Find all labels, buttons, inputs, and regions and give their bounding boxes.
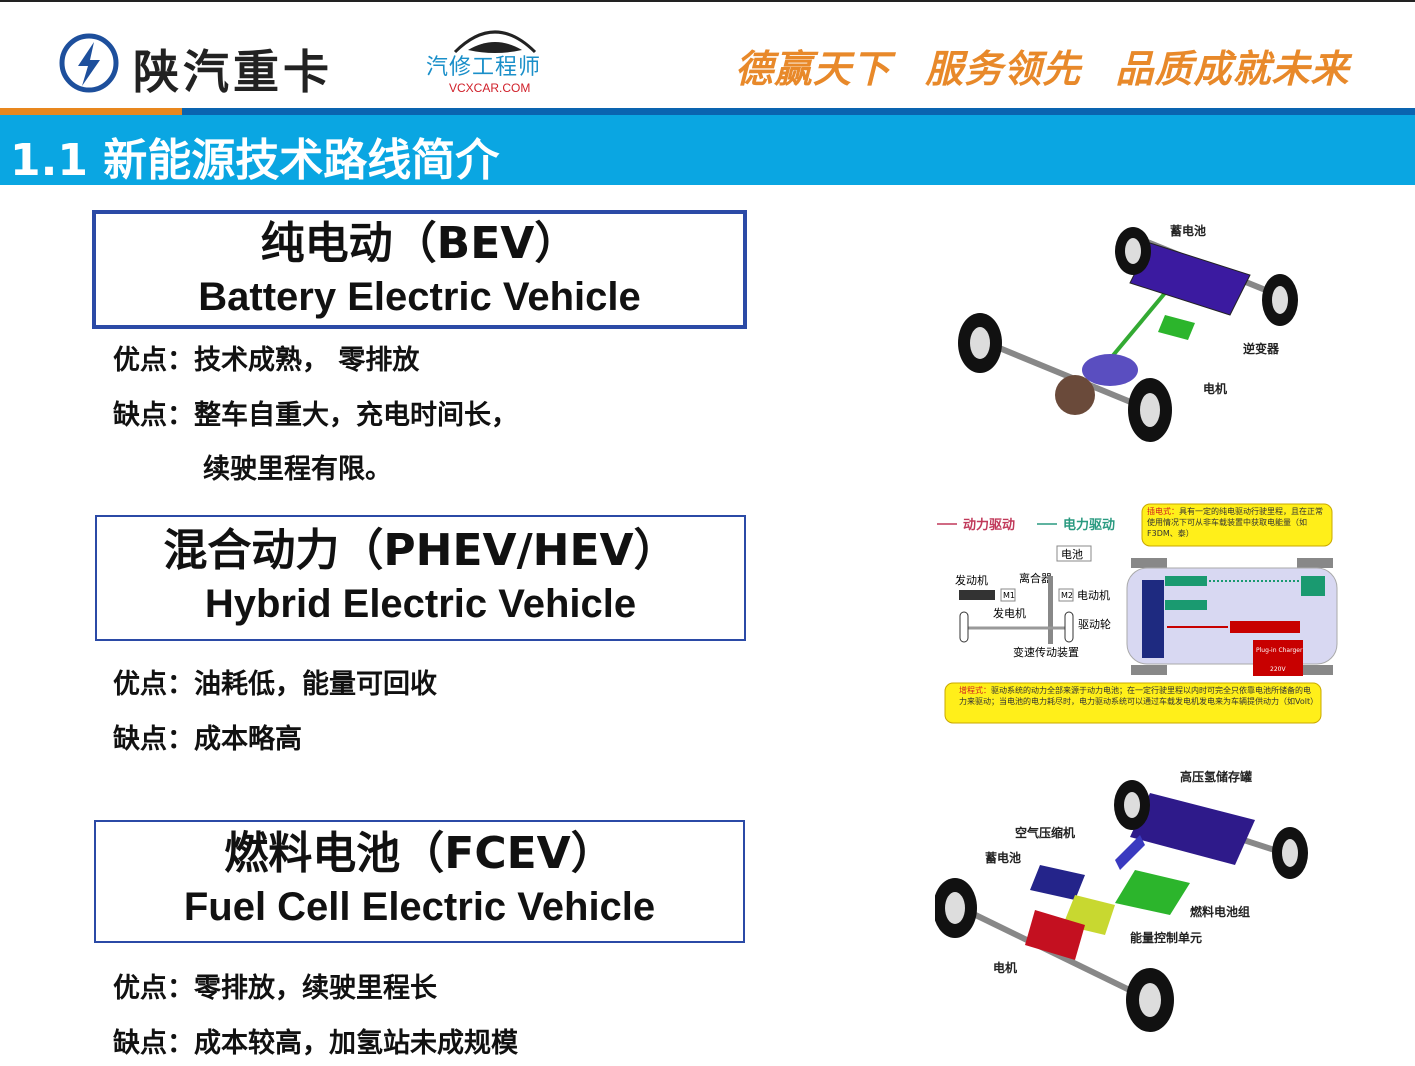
fcev-title-cn: 燃料电池（FCEV） [224, 828, 615, 879]
hev-title-en: Hybrid Electric Vehicle [204, 582, 637, 626]
label-inverter: 逆变器 [1243, 341, 1280, 356]
fcev-title-en: Fuel Cell Electric Vehicle [183, 885, 656, 929]
label-plugin-charger: Plug-in Charger [1256, 647, 1303, 654]
hybrid-diagram: 动力驱动 电力驱动 插电式：具有一定的纯电驱动行驶里程，且在正常使用情况下可从非… [937, 503, 1338, 724]
partner-url: VCXCAR.COM [449, 81, 531, 95]
label-drive-wheel: 驱动轮 [1078, 617, 1111, 631]
label-generator: 发电机 [993, 606, 1026, 620]
fcev-pros: 优点：零排放，续驶里程长 [113, 973, 437, 1004]
bev-cons: 缺点：整车自重大，充电时间长， [113, 400, 518, 431]
bev-chassis-diagram: 蓄电池 逆变器 电机 [958, 223, 1298, 442]
hev-pros: 优点：油耗低，能量可回收 [113, 669, 437, 700]
label-battery: 蓄电池 [985, 850, 1021, 865]
partner-name: 汽修工程师 [426, 55, 542, 80]
label-motor: 电动机 [1077, 588, 1110, 602]
fcev-cons: 缺点：成本较高，加氢站未成规模 [113, 1028, 518, 1059]
accent-bar-blue [182, 108, 1415, 115]
label-m2: M2 [1061, 591, 1073, 600]
bev-title-cn: 纯电动（BEV） [260, 218, 579, 269]
label-transmission: 变速传动装置 [1013, 645, 1079, 659]
legend-power-drive: 动力驱动 [963, 517, 1015, 533]
label-clutch: 离合器 [1019, 571, 1052, 585]
label-fuel-cell-stack: 燃料电池组 [1190, 904, 1250, 919]
vcxcar-car-logo-icon [453, 30, 537, 54]
bev-title-en: Battery Electric Vehicle [198, 275, 641, 319]
label-voltage: 220V [1270, 666, 1286, 673]
label-air-compressor: 空气压缩机 [1015, 825, 1075, 840]
slogan: 德赢天下 服务领先 品质成就未来 [735, 47, 1350, 91]
legend-electric-drive: 电力驱动 [1063, 517, 1115, 533]
page-title: 1.1 新能源技术路线简介 [10, 135, 500, 186]
fcev-title-box: 燃料电池（FCEV） Fuel Cell Electric Vehicle [94, 820, 745, 943]
brand-name: 陕汽重卡 [133, 45, 333, 99]
label-battery: 蓄电池 [1170, 223, 1206, 238]
label-m1: M1 [1003, 591, 1015, 600]
label-engine: 发动机 [955, 573, 988, 587]
range-extender-note: 增程式：驱动系统的动力全部来源于动力电池；在一定行驶里程以内时可完全只依靠电池所… [959, 686, 1315, 706]
title-band [0, 115, 1415, 185]
bev-pros: 优点：技术成熟， 零排放 [113, 345, 420, 376]
top-rule [0, 0, 1415, 2]
bev-title-box: 纯电动（BEV） Battery Electric Vehicle [92, 210, 747, 329]
shaanxi-logo-icon [59, 33, 119, 93]
hev-title-cn: 混合动力（PHEV/HEV） [163, 525, 678, 576]
label-hydrogen-tank: 高压氢储存罐 [1180, 769, 1252, 784]
label-motor: 电机 [1203, 381, 1227, 396]
bev-cons-cont: 续驶里程有限。 [203, 454, 392, 485]
hev-cons: 缺点：成本略高 [113, 724, 302, 755]
label-energy-control-unit: 能量控制单元 [1130, 930, 1202, 945]
fcev-chassis-diagram: 高压氢储存罐 空气压缩机 蓄电池 燃料电池组 能量控制单元 电机 [935, 769, 1308, 1032]
hev-title-box: 混合动力（PHEV/HEV） Hybrid Electric Vehicle [95, 515, 746, 641]
label-motor: 电机 [993, 960, 1017, 975]
plugin-note: 插电式：具有一定的纯电驱动行驶里程，且在正常使用情况下可从非车载装置中获取电能量… [1147, 507, 1323, 538]
accent-bar-orange [0, 108, 182, 115]
label-battery: 电池 [1061, 548, 1083, 561]
